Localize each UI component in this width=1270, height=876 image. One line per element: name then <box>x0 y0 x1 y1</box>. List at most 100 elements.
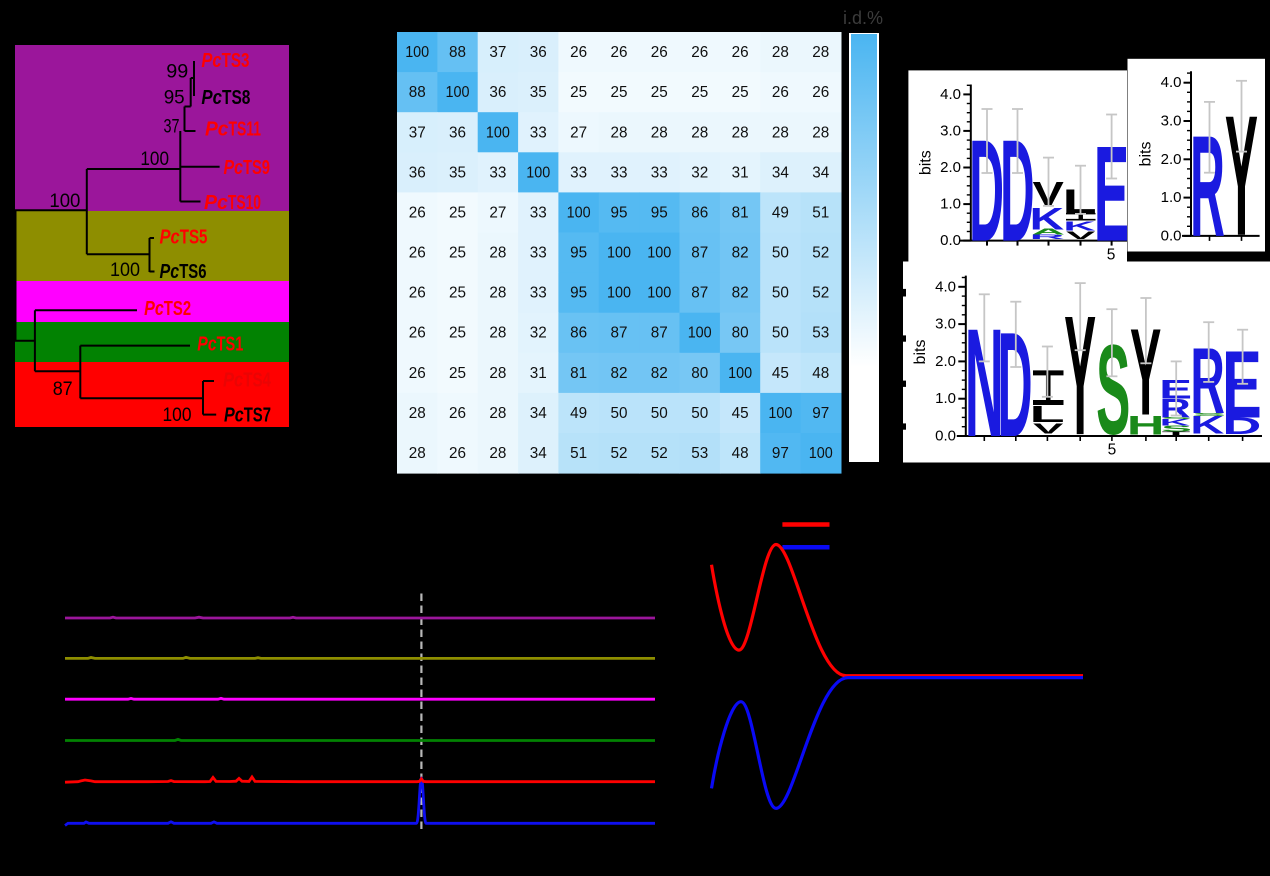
svg-text:49: 49 <box>570 405 587 422</box>
svg-text:25: 25 <box>449 205 466 222</box>
svg-text:87: 87 <box>691 285 708 302</box>
svg-text:28: 28 <box>489 405 506 422</box>
svg-text:86: 86 <box>570 325 587 342</box>
svg-text:1.0: 1.0 <box>935 390 956 407</box>
svg-text:Pc: Pc <box>201 50 221 72</box>
svg-text:0.0: 0.0 <box>940 232 961 249</box>
svg-text:52: 52 <box>651 445 668 462</box>
svg-text:TS2: TS2 <box>164 298 191 320</box>
svg-text:4.0: 4.0 <box>940 86 961 103</box>
svg-text:48: 48 <box>812 365 829 382</box>
svg-text:26: 26 <box>449 405 466 422</box>
svg-text:R: R <box>1160 393 1191 424</box>
svg-text:26: 26 <box>409 325 426 342</box>
svg-text:Pc: Pc <box>201 87 222 109</box>
svg-text:S: S <box>1096 319 1130 462</box>
svg-text:S: S <box>1161 417 1192 420</box>
svg-text:33: 33 <box>489 164 506 181</box>
svg-text:26: 26 <box>691 44 708 61</box>
svg-text:97: 97 <box>812 405 829 422</box>
svg-text:82: 82 <box>732 245 749 262</box>
svg-text:V: V <box>1033 420 1064 437</box>
svg-text:95: 95 <box>611 205 628 222</box>
svg-text:TS5: TS5 <box>180 226 208 248</box>
svg-text:50: 50 <box>651 405 668 422</box>
svg-text:28: 28 <box>691 124 708 141</box>
svg-text:51: 51 <box>812 205 829 222</box>
svg-text:50: 50 <box>691 405 708 422</box>
svg-text:Pc: Pc <box>197 333 216 355</box>
svg-text:4.0: 4.0 <box>1161 74 1182 91</box>
svg-text:27: 27 <box>570 124 587 141</box>
svg-text:28: 28 <box>772 44 789 61</box>
svg-text:34: 34 <box>530 405 547 422</box>
svg-text:52: 52 <box>812 285 829 302</box>
svg-text:4.0: 4.0 <box>935 278 956 295</box>
svg-text:TS7: TS7 <box>244 405 271 427</box>
svg-text:28: 28 <box>611 124 628 141</box>
svg-text:80: 80 <box>691 365 708 382</box>
svg-text:97: 97 <box>772 445 789 462</box>
svg-text:100: 100 <box>809 445 833 462</box>
svg-text:26: 26 <box>812 84 829 101</box>
svg-text:86: 86 <box>691 205 708 222</box>
svg-text:A: A <box>1032 227 1065 236</box>
svg-text:36: 36 <box>449 124 466 141</box>
svg-text:2.0: 2.0 <box>1161 151 1182 168</box>
svg-text:28: 28 <box>732 124 749 141</box>
svg-text:80: 80 <box>732 325 749 342</box>
svg-text:49: 49 <box>772 205 789 222</box>
svg-text:TS8: TS8 <box>222 87 250 109</box>
svg-text:27: 27 <box>489 205 506 222</box>
svg-text:50: 50 <box>772 325 789 342</box>
svg-text:33: 33 <box>530 205 547 222</box>
svg-text:33: 33 <box>570 164 587 181</box>
svg-text:25: 25 <box>449 285 466 302</box>
svg-text:3.0: 3.0 <box>940 122 961 139</box>
svg-text:50: 50 <box>611 405 628 422</box>
svg-text:28: 28 <box>489 285 506 302</box>
svg-text:Pc: Pc <box>160 226 180 248</box>
svg-text:87: 87 <box>651 325 668 342</box>
svg-text:100: 100 <box>567 205 591 222</box>
svg-text:0.0: 0.0 <box>1161 227 1182 244</box>
svg-text:82: 82 <box>611 365 628 382</box>
svg-text:26: 26 <box>409 285 426 302</box>
svg-text:K: K <box>1190 411 1224 439</box>
svg-text:V: V <box>1066 230 1096 242</box>
svg-text:0.0: 0.0 <box>935 428 956 445</box>
svg-text:100: 100 <box>486 124 510 141</box>
svg-text:25: 25 <box>651 84 668 101</box>
svg-text:3.0: 3.0 <box>935 316 956 333</box>
svg-text:25: 25 <box>570 84 587 101</box>
svg-text:TS3: TS3 <box>222 50 250 72</box>
svg-text:26: 26 <box>409 245 426 262</box>
svg-text:26: 26 <box>409 205 426 222</box>
svg-text:Pc: Pc <box>223 370 243 392</box>
svg-text:37: 37 <box>489 44 506 61</box>
svg-text:TS9: TS9 <box>243 157 270 179</box>
svg-text:95: 95 <box>651 205 668 222</box>
svg-text:45: 45 <box>732 405 749 422</box>
svg-text:TS4: TS4 <box>243 370 271 392</box>
svg-text:37: 37 <box>164 116 180 137</box>
svg-text:82: 82 <box>732 285 749 302</box>
svg-text:31: 31 <box>732 164 749 181</box>
svg-text:100: 100 <box>607 285 631 302</box>
svg-text:5: 5 <box>1107 246 1116 263</box>
svg-text:48: 48 <box>732 445 749 462</box>
svg-text:T: T <box>1162 431 1191 438</box>
svg-text:1.0: 1.0 <box>940 196 961 213</box>
svg-text:K: K <box>1160 418 1191 428</box>
svg-text:32: 32 <box>530 325 547 342</box>
svg-text:TS11: TS11 <box>229 118 262 140</box>
svg-text:28: 28 <box>812 44 829 61</box>
svg-text:TS6: TS6 <box>179 261 206 283</box>
svg-text:34: 34 <box>530 445 547 462</box>
svg-text:25: 25 <box>449 245 466 262</box>
svg-text:Pc: Pc <box>160 261 180 283</box>
svg-text:28: 28 <box>772 124 789 141</box>
svg-text:87: 87 <box>611 325 628 342</box>
svg-text:25: 25 <box>611 84 628 101</box>
svg-text:34: 34 <box>812 164 829 181</box>
